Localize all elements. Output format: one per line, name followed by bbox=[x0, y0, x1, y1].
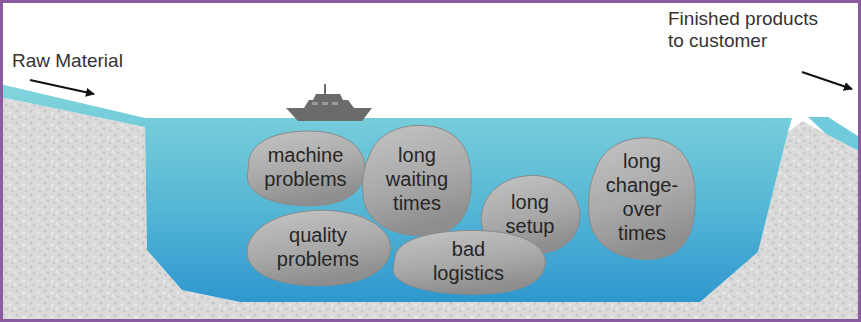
river-water bbox=[0, 84, 792, 302]
rock-label: quality problems bbox=[268, 223, 368, 271]
flow-label: Finished products to customer bbox=[668, 8, 830, 52]
rock: machine problems bbox=[241, 127, 370, 209]
rock-label: long waiting times bbox=[382, 143, 452, 215]
inflow-arrow bbox=[30, 80, 94, 94]
ship bbox=[286, 84, 372, 121]
rock: long change-over times bbox=[583, 133, 701, 263]
rock-label: long change-over times bbox=[602, 149, 682, 245]
flow-label: Raw Material bbox=[12, 50, 123, 72]
rock: quality problems bbox=[241, 207, 395, 289]
rock: bad logistics bbox=[385, 227, 552, 297]
rock-label: machine problems bbox=[258, 143, 353, 191]
outflow-water bbox=[808, 117, 861, 152]
rock: long waiting times bbox=[357, 121, 477, 239]
rock-label: long setup bbox=[500, 190, 560, 238]
rock-label: bad logistics bbox=[426, 237, 511, 285]
outflow-arrow bbox=[802, 72, 852, 89]
